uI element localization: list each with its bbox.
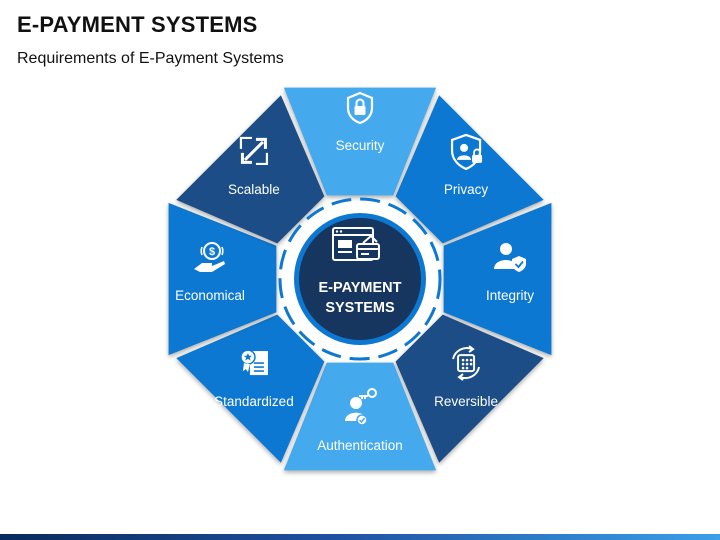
segment-shape-standardized (176, 314, 325, 463)
segment-label-integrity: Integrity (486, 288, 534, 303)
segment-label-privacy: Privacy (444, 182, 489, 197)
segment-standardized: Standardized (176, 314, 325, 463)
segment-label-standardized: Standardized (214, 394, 294, 409)
segment-label-security: Security (336, 138, 385, 153)
svg-text:$: $ (209, 246, 215, 258)
user-shield-icon (494, 243, 526, 272)
segment-shape-security (283, 87, 437, 196)
shield-user-lock-icon (450, 133, 483, 171)
segment-scalable: Scalable (176, 95, 325, 244)
certificate-icon (240, 349, 268, 376)
page-title: E-PAYMENT SYSTEMS (17, 12, 258, 37)
segment-privacy: Privacy (395, 95, 544, 244)
segment-label-authentication: Authentication (317, 438, 403, 453)
segment-shape-privacy (395, 95, 544, 244)
reverse-cycle-icon (452, 345, 481, 381)
segment-economical: $ Economical (168, 202, 277, 356)
center-circle (299, 218, 421, 340)
payment-window-card-icon (332, 227, 380, 261)
center-title-line1: E-PAYMENT (319, 280, 402, 296)
expand-arrows-icon (239, 136, 269, 166)
center-title-line2: SYSTEMS (325, 300, 395, 316)
segment-shape-integrity (443, 202, 552, 356)
segment-security: Security (283, 87, 437, 196)
user-key-icon (345, 388, 377, 426)
segment-integrity: Integrity (443, 202, 552, 356)
segment-label-economical: Economical (175, 288, 245, 303)
segment-reversible: Reversible (395, 314, 544, 463)
bottom-accent-bar (0, 534, 720, 540)
segment-label-scalable: Scalable (228, 182, 280, 197)
segment-shape-economical (168, 202, 277, 356)
segment-authentication: Authentication (283, 362, 437, 471)
dashed-connector-ring (278, 197, 442, 361)
page-subtitle: Requirements of E-Payment Systems (17, 50, 284, 67)
segment-shape-scalable (176, 95, 325, 244)
segment-label-reversible: Reversible (434, 394, 498, 409)
segment-shape-reversible (395, 314, 544, 463)
hand-dollar-icon: $ (194, 242, 225, 272)
shield-lock-icon (346, 91, 374, 125)
